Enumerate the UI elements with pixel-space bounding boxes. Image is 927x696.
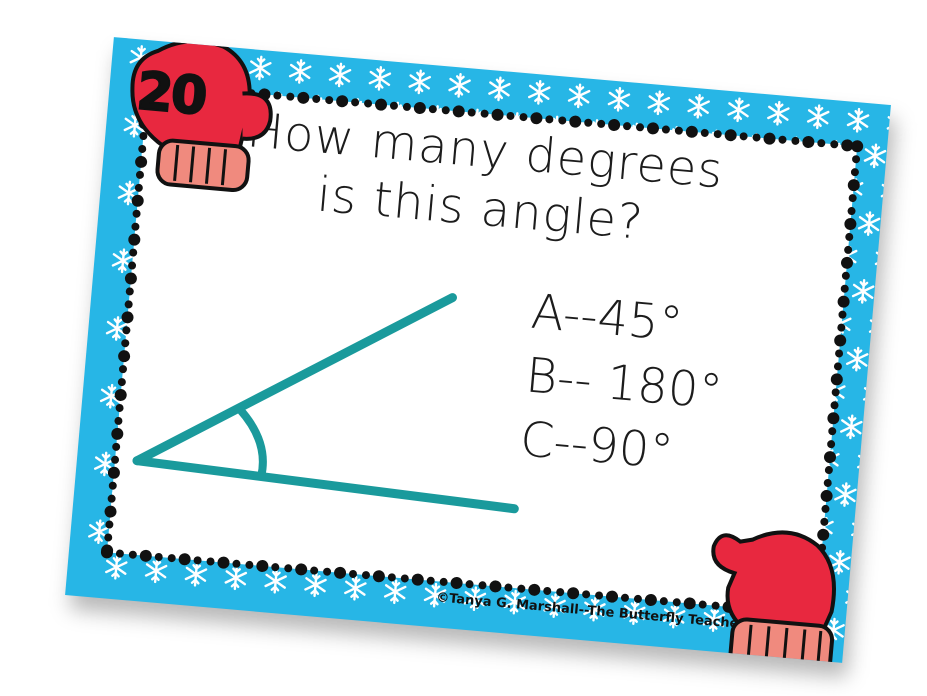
snowflake-icon bbox=[328, 61, 352, 89]
snowflake-icon bbox=[407, 68, 432, 96]
snowflake-icon bbox=[863, 142, 887, 170]
snowflake-icon bbox=[303, 571, 328, 598]
angle-diagram bbox=[132, 293, 519, 514]
snowflake-icon bbox=[383, 578, 407, 605]
snowflake-icon bbox=[766, 100, 791, 127]
task-card-wrapper: How many degrees is this angle? A--45° B… bbox=[65, 37, 896, 678]
snowflake-icon bbox=[851, 278, 875, 305]
snowflake-icon bbox=[845, 345, 869, 373]
snowflake-icon bbox=[607, 86, 631, 113]
snowflake-icon bbox=[686, 93, 711, 120]
snowflake-icon bbox=[806, 103, 830, 130]
red-mitten-icon bbox=[130, 39, 273, 193]
snowflake-icon bbox=[263, 568, 288, 595]
snowflake-icon bbox=[343, 575, 368, 602]
answer-list: A--45° B-- 180° C--90° bbox=[518, 280, 754, 490]
snowflake-icon bbox=[288, 58, 312, 85]
snowflake-icon bbox=[873, 484, 891, 512]
snowflake-icon bbox=[487, 75, 512, 103]
snowflake-icon bbox=[224, 564, 248, 591]
angle-ray-lower bbox=[132, 456, 519, 514]
snowflake-icon bbox=[105, 315, 129, 342]
snowflake-icon bbox=[144, 557, 168, 584]
snowflake-icon bbox=[447, 72, 472, 99]
snowflake-icon bbox=[184, 561, 208, 588]
card-number: 20 bbox=[133, 60, 208, 128]
snowflake-icon bbox=[833, 481, 858, 508]
angle-arc bbox=[235, 405, 267, 481]
snowflake-icon bbox=[111, 247, 135, 274]
snowflake-icon bbox=[567, 82, 591, 110]
snowflake-icon bbox=[879, 417, 891, 444]
snowflake-icon bbox=[527, 79, 552, 106]
snowflake-icon bbox=[726, 96, 751, 123]
snowflake-icon bbox=[93, 450, 117, 478]
snowflake-icon bbox=[104, 554, 129, 581]
task-card: How many degrees is this angle? A--45° B… bbox=[65, 37, 891, 663]
angle-ray-upper bbox=[132, 293, 457, 466]
snowflake-icon bbox=[99, 383, 123, 410]
snowflake-icon bbox=[87, 518, 112, 545]
red-mitten-icon bbox=[711, 530, 836, 663]
snowflake-icon bbox=[846, 107, 870, 134]
snowflake-icon bbox=[885, 349, 891, 376]
snowflake-icon bbox=[839, 413, 864, 441]
snowflake-icon bbox=[861, 620, 886, 647]
snowflake-icon bbox=[857, 210, 881, 237]
snowflake-icon bbox=[647, 89, 671, 117]
snowflake-icon bbox=[867, 552, 891, 579]
snowflake-icon bbox=[368, 65, 392, 92]
